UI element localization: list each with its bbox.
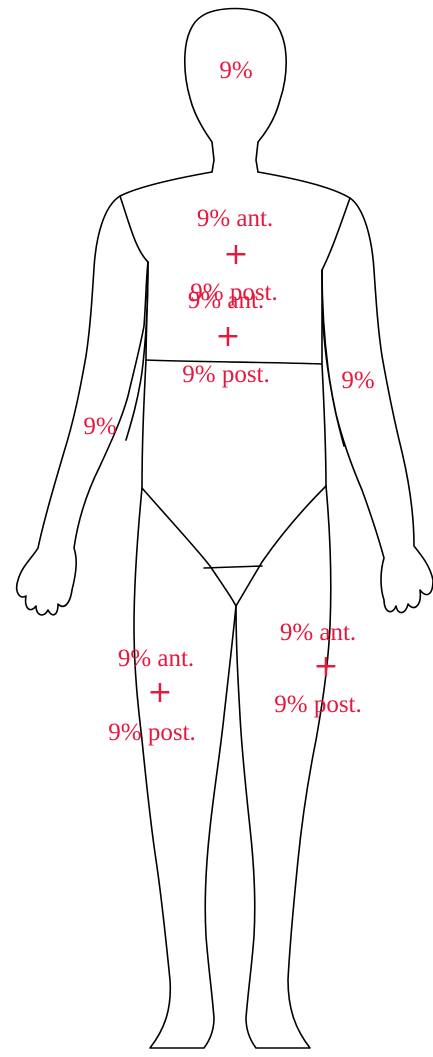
right-arm-inner-outline xyxy=(322,198,350,446)
chest-plus-label: + xyxy=(223,237,248,272)
left-arm-label: 9% xyxy=(341,367,374,394)
right-leg-outline xyxy=(236,486,331,1048)
right-leg-post-label: 9% post. xyxy=(108,719,196,746)
right-leg-ant-label: 9% ant. xyxy=(118,645,194,672)
chest-ant-label: 9% ant. xyxy=(197,205,273,232)
abdomen-ant-label: 9% ant. xyxy=(188,287,264,314)
right-arm-label: 9% xyxy=(83,413,116,440)
abdomen-plus-label: + xyxy=(215,319,240,354)
groin-outline xyxy=(142,486,326,606)
left-leg-plus-label: + xyxy=(313,649,338,684)
head-outline xyxy=(185,9,286,173)
head-label: 9% xyxy=(219,57,252,84)
right-leg-plus-label: + xyxy=(147,675,172,710)
left-leg-ant-label: 9% ant. xyxy=(280,619,356,646)
torso-right-line xyxy=(322,270,326,486)
abdomen-post-label: 9% post. xyxy=(182,361,270,388)
left-leg-post-label: 9% post. xyxy=(274,691,362,718)
left-side-outline xyxy=(17,172,212,615)
left-leg-outline xyxy=(134,488,236,1048)
